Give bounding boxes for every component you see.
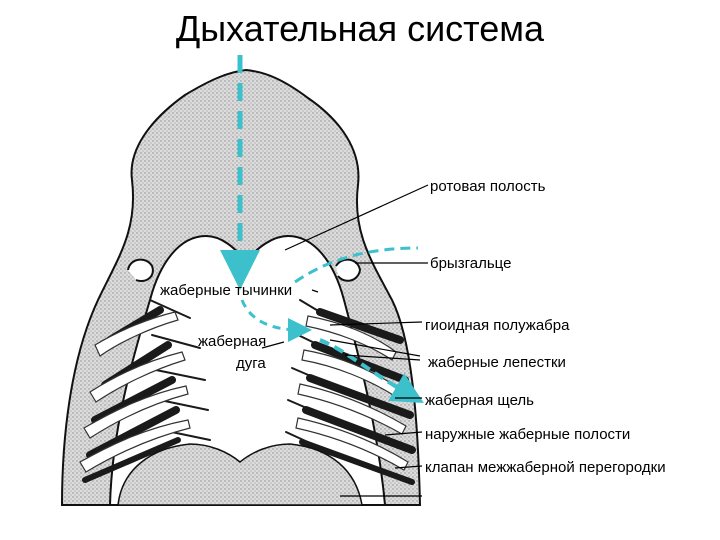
label-gill-arch-line2: дуга — [236, 355, 266, 372]
label-outer-gill-cavities: наружные жаберные полости — [425, 426, 630, 443]
label-gill-filaments: жаберные лепестки — [428, 354, 566, 371]
label-hyoid-hemibranch: гиоидная полужабра — [425, 317, 570, 334]
label-gill-arch-line1: жаберная — [198, 333, 266, 350]
label-gill-rakers: жаберные тычинки — [160, 282, 292, 299]
label-oral-cavity: ротовая полость — [430, 178, 546, 195]
label-interbranchial-valve: клапан межжаберной перегородки — [425, 459, 666, 476]
label-gill-slit: жаберная щель — [425, 392, 534, 409]
label-spiracle: брызгальце — [430, 255, 511, 272]
